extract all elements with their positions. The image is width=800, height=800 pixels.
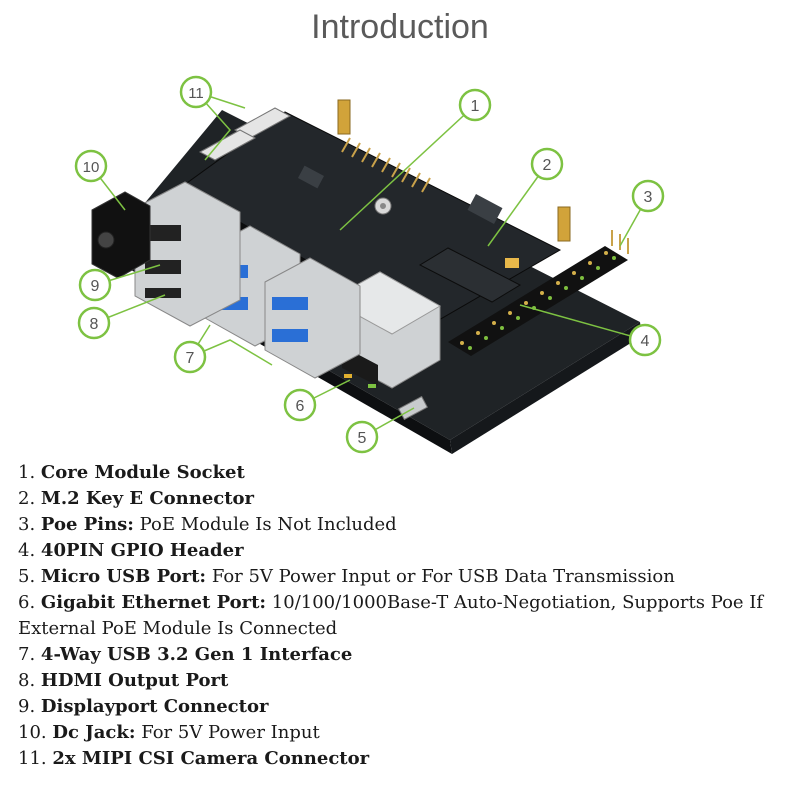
page-title: Introduction	[311, 8, 489, 46]
callout-11: 11	[179, 75, 213, 109]
feature-label: Dc Jack:	[52, 722, 136, 743]
poe-pins	[611, 230, 629, 254]
feature-label: 4-Way USB 3.2 Gen 1 Interface	[40, 644, 353, 665]
feature-item-5: 5. Micro USB Port: For 5V Power Input or…	[18, 564, 788, 590]
callout-leader-lines	[90, 91, 649, 438]
feature-item-1: 1. Core Module Socket	[18, 460, 788, 486]
callout-7: 7	[173, 340, 207, 374]
feature-label: M.2 Key E Connector	[40, 488, 255, 509]
callout-10: 10	[74, 149, 108, 183]
gpio-header	[448, 246, 628, 356]
feature-item-9: 9. Displayport Connector	[18, 694, 788, 720]
feature-label: HDMI Output Port	[40, 670, 229, 691]
standoffs	[337, 99, 571, 242]
feature-label: Poe Pins:	[40, 514, 134, 535]
callout-8-label: 8	[90, 316, 99, 333]
feature-number: 10.	[18, 722, 47, 743]
feature-item-11: 11. 2x MIPI CSI Camera Connector	[18, 746, 788, 772]
feature-number: 2.	[18, 488, 36, 509]
feature-item-7: 7. 4-Way USB 3.2 Gen 1 Interface	[18, 642, 788, 668]
callout-10-label: 10	[83, 159, 100, 176]
callout-6-label: 6	[296, 398, 305, 415]
feature-label: Core Module Socket	[40, 462, 245, 483]
dp-hdmi-stack	[134, 181, 241, 327]
feature-number: 7.	[18, 644, 36, 665]
feature-number: 11.	[18, 748, 47, 769]
feature-item-2: 2. M.2 Key E Connector	[18, 486, 788, 512]
usb-ports	[204, 225, 361, 379]
feature-label: 2x MIPI CSI Camera Connector	[52, 748, 370, 769]
callout-11-label: 11	[188, 85, 204, 102]
callout-8: 8	[77, 306, 111, 340]
callout-5: 5	[345, 420, 379, 454]
feature-number: 4.	[18, 540, 36, 561]
feature-item-6: 6. Gigabit Ethernet Port: 10/100/1000Bas…	[18, 590, 788, 642]
feature-label: Micro USB Port:	[40, 566, 207, 587]
callout-9-label: 9	[91, 278, 100, 295]
callout-5-label: 5	[358, 430, 367, 447]
callout-3-label: 3	[644, 189, 653, 206]
feature-description: For 5V Power Input	[141, 722, 320, 743]
feature-description: PoE Module Is Not Included	[139, 514, 397, 535]
board-diagram: 1 2 3 4 5 6 7 8 9 10 11	[74, 75, 665, 454]
dc-jack	[91, 191, 151, 279]
callout-2-label: 2	[543, 157, 552, 174]
callout-2: 2	[530, 147, 564, 181]
feature-number: 1.	[18, 462, 36, 483]
callout-3: 3	[631, 179, 665, 213]
feature-list: 1. Core Module Socket 2. M.2 Key E Conne…	[18, 460, 788, 772]
feature-number: 5.	[18, 566, 36, 587]
feature-description: For 5V Power Input or For USB Data Trans…	[211, 566, 675, 587]
callout-4-label: 4	[641, 333, 650, 350]
callout-4: 4	[628, 323, 662, 357]
feature-number: 6.	[18, 592, 36, 613]
feature-number: 9.	[18, 696, 36, 717]
feature-label: 40PIN GPIO Header	[40, 540, 244, 561]
callout-1-label: 1	[471, 98, 480, 115]
feature-item-3: 3. Poe Pins: PoE Module Is Not Included	[18, 512, 788, 538]
callout-6: 6	[283, 388, 317, 422]
callout-9: 9	[78, 268, 112, 302]
feature-label: Displayport Connector	[40, 696, 269, 717]
feature-label: Gigabit Ethernet Port:	[40, 592, 267, 613]
feature-description: 10/100/1000Base-T Auto-Negotiation, Supp…	[18, 592, 764, 639]
feature-number: 3.	[18, 514, 36, 535]
callout-markers: 1 2 3 4 5 6 7 8 9 10 11	[74, 75, 665, 454]
feature-item-8: 8. HDMI Output Port	[18, 668, 788, 694]
camera-connectors	[198, 107, 292, 161]
feature-item-4: 4. 40PIN GPIO Header	[18, 538, 788, 564]
m2-slot	[418, 247, 522, 303]
feature-number: 8.	[18, 670, 36, 691]
callout-7-label: 7	[186, 350, 195, 367]
callout-1: 1	[458, 88, 492, 122]
feature-item-10: 10. Dc Jack: For 5V Power Input	[18, 720, 788, 746]
